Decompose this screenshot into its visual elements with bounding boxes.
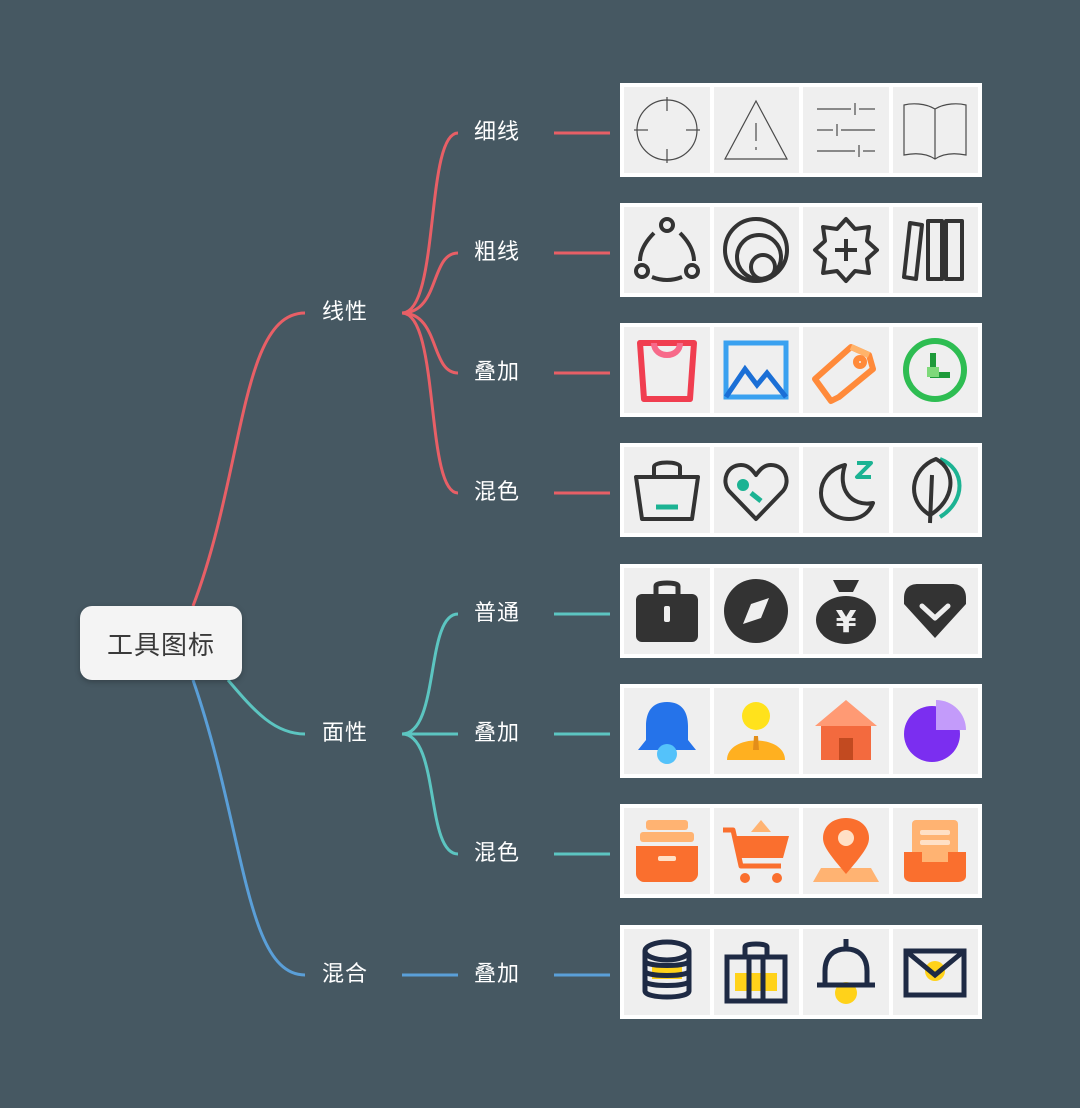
icon-row-surface-overlay xyxy=(620,684,982,778)
leaf-label-thin-line: 细线 xyxy=(474,120,521,145)
inbox-tray-icon xyxy=(892,808,978,894)
archive-drawer-icon xyxy=(624,808,710,894)
root-node: 工具图标 xyxy=(80,606,242,680)
leaf-icon xyxy=(892,447,978,533)
image-landscape-icon xyxy=(713,327,799,413)
basket-icon xyxy=(624,447,710,533)
open-book-icon xyxy=(892,87,978,173)
connector-linear-mixed xyxy=(401,311,459,495)
leaf-label-linear-mixed: 混色 xyxy=(474,480,521,505)
clock-icon xyxy=(892,327,978,413)
badge-plus-icon xyxy=(803,207,889,293)
leaf-label-surface-mixed: 混色 xyxy=(474,841,521,866)
bell-icon xyxy=(624,688,710,774)
connector-surface-mixed xyxy=(401,732,459,856)
location-pin-icon xyxy=(803,808,889,894)
icon-row-linear-mixed xyxy=(620,443,982,537)
price-tag-icon xyxy=(803,327,889,413)
home-icon xyxy=(803,688,889,774)
shopping-bag-icon xyxy=(624,327,710,413)
connector-linear-overlay xyxy=(401,311,459,375)
shopping-cart-icon xyxy=(713,808,799,894)
target-crosshair-icon xyxy=(624,87,710,173)
envelope-icon xyxy=(892,929,978,1015)
icon-row-mixed-overlay xyxy=(620,925,982,1019)
sliders-icon xyxy=(803,87,889,173)
compass-icon xyxy=(713,568,799,654)
briefcase-icon xyxy=(624,568,710,654)
warning-triangle-icon xyxy=(713,87,799,173)
icon-row-surface-normal: ¥ xyxy=(620,564,982,658)
branch-label-linear: 线性 xyxy=(322,300,369,325)
connector-linear-bold xyxy=(401,251,459,315)
svg-text:¥: ¥ xyxy=(835,605,856,640)
icon-row-bold-line xyxy=(620,203,982,297)
root-label: 工具图标 xyxy=(106,630,215,661)
alarm-bell-icon xyxy=(803,929,889,1015)
heart-tag-icon xyxy=(713,447,799,533)
coin-stack-icon xyxy=(624,929,710,1015)
moon-sleep-icon xyxy=(803,447,889,533)
icon-row-linear-overlay xyxy=(620,323,982,417)
leaf-label-bold-line: 粗线 xyxy=(474,240,521,265)
icon-row-surface-mixed xyxy=(620,804,982,898)
chevron-pocket-icon xyxy=(892,568,978,654)
connector-root-surface xyxy=(226,679,306,736)
leaf-label-linear-overlay: 叠加 xyxy=(474,360,521,385)
connector-surface-normal xyxy=(401,612,459,736)
leaf-label-surface-normal: 普通 xyxy=(474,601,521,626)
connector-root-linear xyxy=(191,311,306,607)
user-icon xyxy=(713,688,799,774)
share-cycle-icon xyxy=(624,207,710,293)
branch-label-surface: 面性 xyxy=(322,721,369,746)
book-stack-icon xyxy=(892,207,978,293)
connector-linear-thin xyxy=(401,131,459,315)
leaf-label-surface-overlay: 叠加 xyxy=(474,721,521,746)
leaf-label-mixed-overlay: 叠加 xyxy=(474,962,521,987)
handbag-icon xyxy=(713,929,799,1015)
branch-label-mixed: 混合 xyxy=(322,962,369,987)
connector-root-mixed xyxy=(191,679,306,977)
money-bag-yen-icon: ¥ xyxy=(803,568,889,654)
icon-row-thin-line xyxy=(620,83,982,177)
concentric-circles-icon xyxy=(713,207,799,293)
pie-chart-icon xyxy=(892,688,978,774)
